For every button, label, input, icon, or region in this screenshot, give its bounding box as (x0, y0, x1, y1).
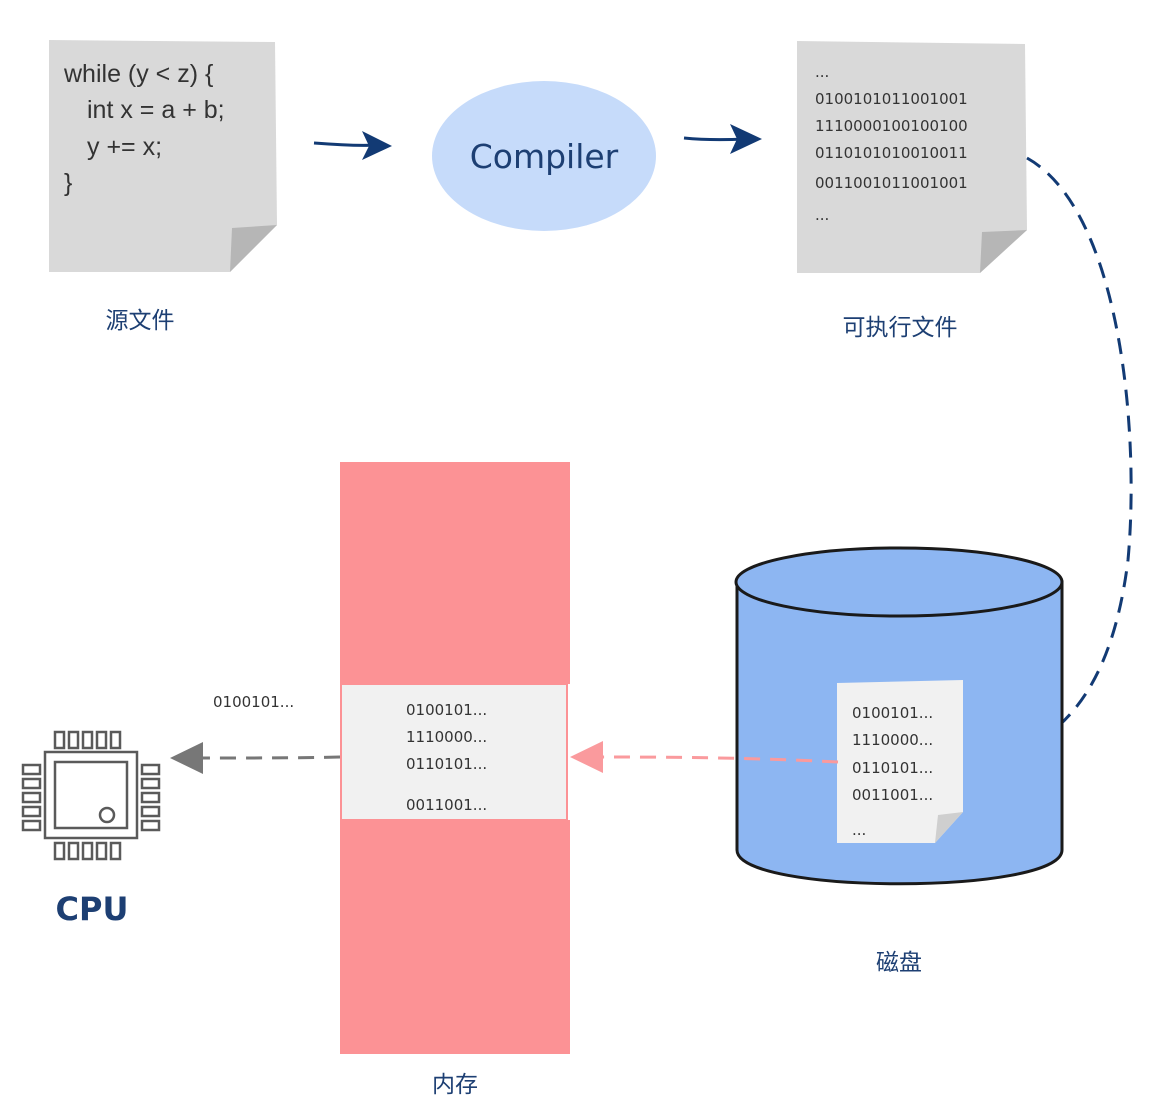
cpu-label: CPU (56, 890, 129, 928)
memory-line: 0011001... (406, 796, 487, 814)
code-line: int x = a + b; (87, 96, 225, 124)
binary-line: 0110101010010011 (815, 144, 968, 162)
code-line: while (y < z) { (63, 60, 213, 88)
source-file: while (y < z) { int x = a + b; y += x; } (49, 40, 277, 272)
binary-line: 0011001011001001 (815, 174, 968, 192)
memory-caption: 内存 (432, 1072, 478, 1098)
arrowhead-source-to-compiler-icon (362, 131, 392, 160)
executable-file-fold (980, 230, 1027, 273)
binary-line: ... (815, 63, 829, 81)
compiler-label: Compiler (470, 137, 619, 176)
arrowhead-memory-to-cpu-icon (170, 742, 203, 774)
memory-upper (340, 462, 570, 684)
code-line: y += x; (87, 133, 162, 161)
disk-file-paper (837, 680, 963, 843)
arrow-compiler-to-executable (683, 136, 746, 142)
arrow-disk-to-memory (602, 755, 839, 764)
disk-file-line: 0110101... (852, 759, 933, 777)
disk-file-line: 0011001... (852, 786, 933, 804)
arrowhead-compiler-to-executable-icon (730, 124, 762, 154)
code-line: } (64, 169, 72, 197)
binary-line: 0100101011001001 (815, 90, 968, 108)
arrow-executable-to-disk (989, 156, 1133, 762)
disk-top (734, 546, 1064, 618)
arrow-memory-to-cpu (202, 755, 341, 760)
memory-line: 1110000... (406, 728, 487, 746)
memory-bar: 0100101... 1110000... 0110101... 0011001… (340, 462, 570, 1054)
disk-file-line: 0100101... (852, 704, 933, 722)
disk-caption: 磁盘 (876, 950, 922, 976)
source-file-paper (49, 40, 277, 272)
compiler-ellipse (432, 81, 656, 231)
disk-file-line: 1110000... (852, 731, 933, 749)
memory-line: 0110101... (406, 755, 487, 773)
executable-file-paper (797, 41, 1027, 273)
source-file-fold (230, 225, 277, 272)
binary-line: ... (815, 206, 829, 224)
arrowhead-disk-to-memory-icon (570, 741, 603, 773)
arrow-source-to-compiler (313, 141, 377, 147)
memory-lower (340, 820, 570, 1054)
executable-file: ... 0100101011001001 1110000100100100 01… (797, 41, 1027, 273)
cpu-chip-icon (21, 730, 161, 861)
memory-to-cpu-label: 0100101... (213, 693, 294, 711)
disk-file: 0100101... 1110000... 0110101... 0011001… (837, 680, 963, 843)
source-file-caption: 源文件 (106, 308, 175, 334)
binary-line: 1110000100100100 (815, 117, 968, 135)
executable-caption: 可执行文件 (843, 315, 958, 341)
memory-line: 0100101... (406, 701, 487, 719)
disk-file-line: ... (852, 821, 866, 839)
disk-file-fold (935, 812, 963, 843)
memory-block (340, 683, 568, 821)
